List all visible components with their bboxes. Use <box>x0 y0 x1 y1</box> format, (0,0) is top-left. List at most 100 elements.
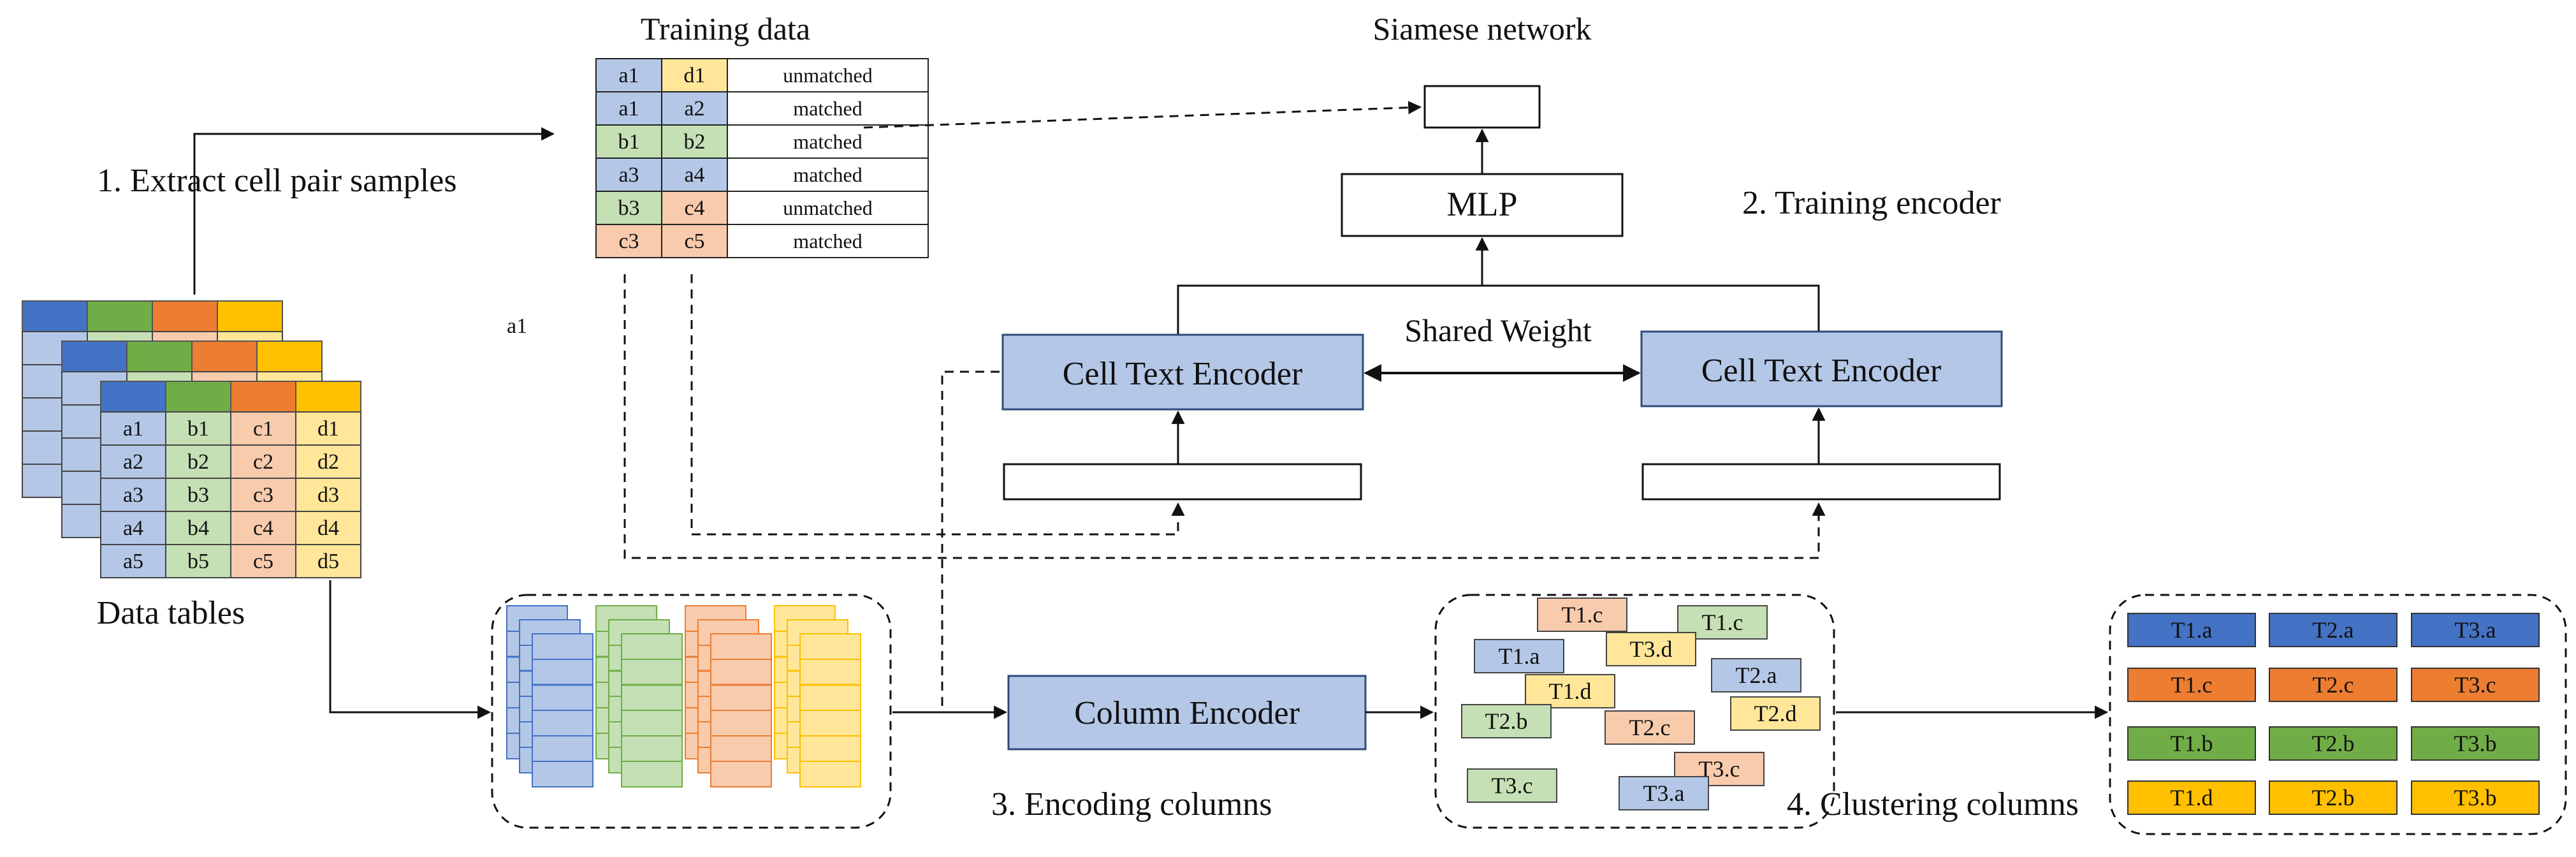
dashed-path-inner <box>690 274 1185 536</box>
table-cell <box>230 411 296 446</box>
training-cell-label-text: matched <box>793 230 862 253</box>
embedding-chip <box>1711 658 1801 692</box>
table-cell-text: c1 <box>253 417 273 441</box>
training-cell-label <box>727 91 929 126</box>
cluster-chip-text: T1.d <box>2171 785 2213 810</box>
column-stacks <box>506 605 861 787</box>
training-cell-left <box>595 224 662 258</box>
column-cell <box>799 659 861 685</box>
table-cell-text: d3 <box>317 483 339 507</box>
column-cell <box>621 633 683 660</box>
mlp-label: MLP <box>1446 185 1517 223</box>
cluster-chip-text: T2.b <box>2312 785 2355 810</box>
table-cell <box>100 478 166 512</box>
cell-text-encoder-right <box>1640 330 2003 407</box>
embedding-chip-text: T2.d <box>1754 701 1797 726</box>
column-cell <box>621 761 683 787</box>
table-cell <box>230 544 296 578</box>
column-cell <box>710 710 772 736</box>
cluster-chip <box>2269 668 2398 702</box>
table-header-cell <box>191 341 258 372</box>
input-box-left <box>1003 463 1362 501</box>
table-cell-text: b3 <box>187 483 209 507</box>
table-header-cell <box>256 341 323 372</box>
column-cell <box>621 659 683 685</box>
cluster-chip-text: T2.b <box>2312 731 2355 756</box>
column-cell <box>710 684 772 711</box>
cluster-chip <box>2411 726 2540 761</box>
cluster-chip <box>2411 613 2540 647</box>
training-cell-right-text: c5 <box>684 230 704 253</box>
table-cell <box>165 411 231 446</box>
table-cell-text: d2 <box>317 450 339 474</box>
column-cell <box>532 761 593 787</box>
table-header-cell <box>22 300 88 332</box>
extract-arrow <box>193 127 555 295</box>
cell-text-encoder-left-label: Cell Text Encoder <box>1063 356 1303 392</box>
cluster-chip-text: T1.b <box>2171 731 2213 756</box>
shared-weight-label: Shared Weight <box>1404 312 1592 348</box>
embedding-chip-text: T1.d <box>1549 678 1592 704</box>
training-cell-left-text: b3 <box>618 196 640 220</box>
cluster-chip <box>2269 613 2398 647</box>
input-box-right <box>1641 463 2001 501</box>
training-cell-label-text: unmatched <box>783 196 872 219</box>
training-cell-right-text: c4 <box>684 196 704 220</box>
table-cell-text: a1 <box>123 417 143 441</box>
embedding-chip <box>1605 710 1695 745</box>
column-cell <box>532 735 593 762</box>
cell-text-encoder-left <box>1001 333 1364 411</box>
training-cell-left-text: a1 <box>618 97 639 121</box>
table-cell-text: c5 <box>253 550 273 573</box>
table-header-cell <box>217 300 283 332</box>
table-cell-text: b4 <box>187 516 209 540</box>
training-cell-left-text: b1 <box>618 130 640 154</box>
tables-to-columns-arrow <box>329 580 491 719</box>
cluster-chip <box>2127 613 2256 647</box>
siamese-output-box <box>1423 85 1541 129</box>
column-cell <box>621 735 683 762</box>
table-cell-text: c3 <box>253 483 273 507</box>
training-cell-left <box>595 58 662 92</box>
table-cell <box>100 411 166 446</box>
embedding-chip <box>1730 696 1821 731</box>
table-cell-text: a5 <box>123 550 143 573</box>
training-cell-left-text: a3 <box>618 163 639 187</box>
column-cell <box>799 684 861 711</box>
table-cell-text: a3 <box>123 483 143 507</box>
table-header-cell <box>100 381 166 413</box>
columns-group-box <box>491 594 892 829</box>
cluster-chip <box>2127 668 2256 702</box>
embedding-chip-text: T3.a <box>1643 780 1685 806</box>
training-cell-right-text: b2 <box>684 130 706 154</box>
training-cell-left-text: c3 <box>618 230 639 253</box>
column-cell <box>621 684 683 711</box>
training-cell-label-text: matched <box>793 97 862 120</box>
embedding-chip-text: T1.c <box>1562 602 1603 627</box>
training-cell-right <box>661 124 728 159</box>
embedding-chip <box>1606 632 1696 666</box>
training-cell-right <box>661 224 728 258</box>
training-cell-label-text: matched <box>793 163 862 186</box>
training-cell-left-text: a1 <box>618 64 639 87</box>
training-cell-right <box>661 191 728 225</box>
column-cell <box>532 684 593 711</box>
dashed-encoder-to-column-encoder <box>941 370 1000 712</box>
table-cell-text: a2 <box>123 450 143 474</box>
table-cell <box>295 478 361 512</box>
table-cell <box>165 544 231 578</box>
table-cell-text: d5 <box>317 550 339 573</box>
table-header-cell <box>295 381 361 413</box>
table-cell <box>295 411 361 446</box>
table-header-cell <box>87 300 153 332</box>
table-cell <box>165 478 231 512</box>
siamese-network-title: Siamese network <box>1373 11 1592 47</box>
embedding-chip <box>1474 639 1564 673</box>
cluster-chip-text: T1.a <box>2171 617 2213 643</box>
table-header-cell <box>230 381 296 413</box>
table-cell-text: c2 <box>253 450 273 474</box>
